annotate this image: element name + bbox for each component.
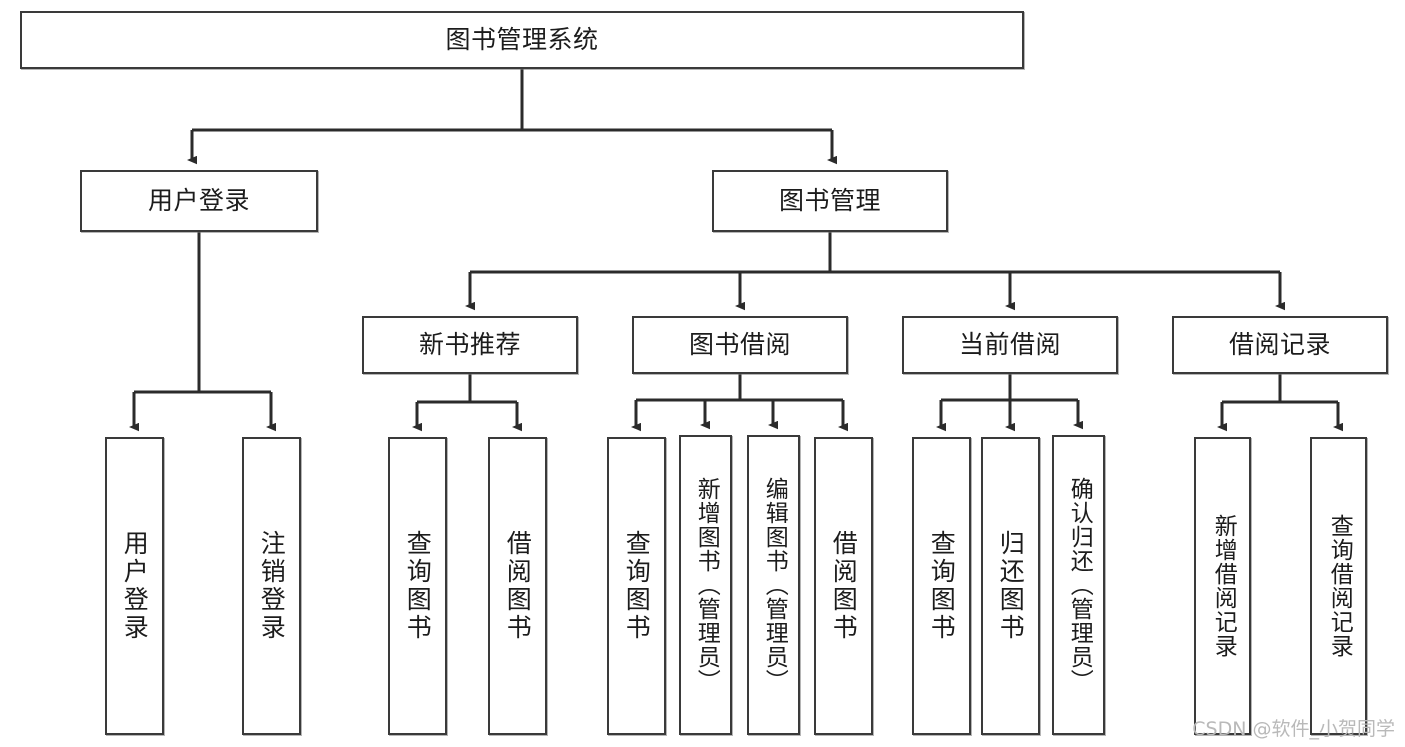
leaf-confirm-return-admin[interactable]: 确认归还（管理员） (1052, 435, 1105, 735)
leaf-add-book-admin[interactable]: 新增图书（管理员） (679, 435, 732, 735)
leaf-query-borrow-record[interactable]: 查询借阅记录 (1310, 437, 1367, 735)
node-book-management[interactable]: 图书管理 (712, 170, 948, 232)
node-label: 查询借阅记录 (1326, 514, 1353, 658)
node-label: 图书管理 (778, 186, 881, 216)
leaf-return-book[interactable]: 归还图书 (981, 437, 1040, 735)
node-label: 新增图书（管理员） (693, 477, 720, 693)
node-current-borrow[interactable]: 当前借阅 (902, 316, 1118, 374)
leaf-query-book-current[interactable]: 查询图书 (912, 437, 971, 735)
leaf-user-login[interactable]: 用户登录 (105, 437, 164, 735)
node-label: 借阅记录 (1228, 330, 1331, 360)
node-label: 图书管理系统 (445, 25, 599, 55)
node-label: 当前借阅 (958, 330, 1061, 360)
node-user-login[interactable]: 用户登录 (80, 170, 318, 232)
node-label: 注销登录 (257, 530, 287, 642)
node-label: 借阅图书 (503, 530, 533, 642)
node-label: 用户登录 (120, 530, 150, 642)
node-root-book-management-system[interactable]: 图书管理系统 (20, 11, 1024, 69)
leaf-borrow-book-new-recommend[interactable]: 借阅图书 (488, 437, 547, 735)
node-label: 查询图书 (622, 530, 652, 642)
node-label: 归还图书 (996, 530, 1026, 642)
leaf-query-book-borrow[interactable]: 查询图书 (607, 437, 666, 735)
node-label: 确认归还（管理员） (1066, 477, 1093, 693)
node-label: 新增借阅记录 (1210, 514, 1237, 658)
node-borrow-record[interactable]: 借阅记录 (1172, 316, 1388, 374)
leaf-add-borrow-record[interactable]: 新增借阅记录 (1194, 437, 1251, 735)
node-label: 新书推荐 (418, 330, 521, 360)
node-label: 编辑图书（管理员） (761, 477, 788, 693)
leaf-logout[interactable]: 注销登录 (242, 437, 301, 735)
leaf-borrow-book-borrow[interactable]: 借阅图书 (814, 437, 873, 735)
node-label: 用户登录 (147, 186, 250, 216)
node-label: 查询图书 (403, 530, 433, 642)
node-label: 查询图书 (927, 530, 957, 642)
leaf-query-book-new-recommend[interactable]: 查询图书 (388, 437, 447, 735)
csdn-watermark: CSDN @软件_小贺同学 (1192, 718, 1395, 740)
leaf-edit-book-admin[interactable]: 编辑图书（管理员） (747, 435, 800, 735)
node-new-book-recommend[interactable]: 新书推荐 (362, 316, 578, 374)
node-book-borrow[interactable]: 图书借阅 (632, 316, 848, 374)
node-label: 图书借阅 (688, 330, 791, 360)
node-label: 借阅图书 (829, 530, 859, 642)
